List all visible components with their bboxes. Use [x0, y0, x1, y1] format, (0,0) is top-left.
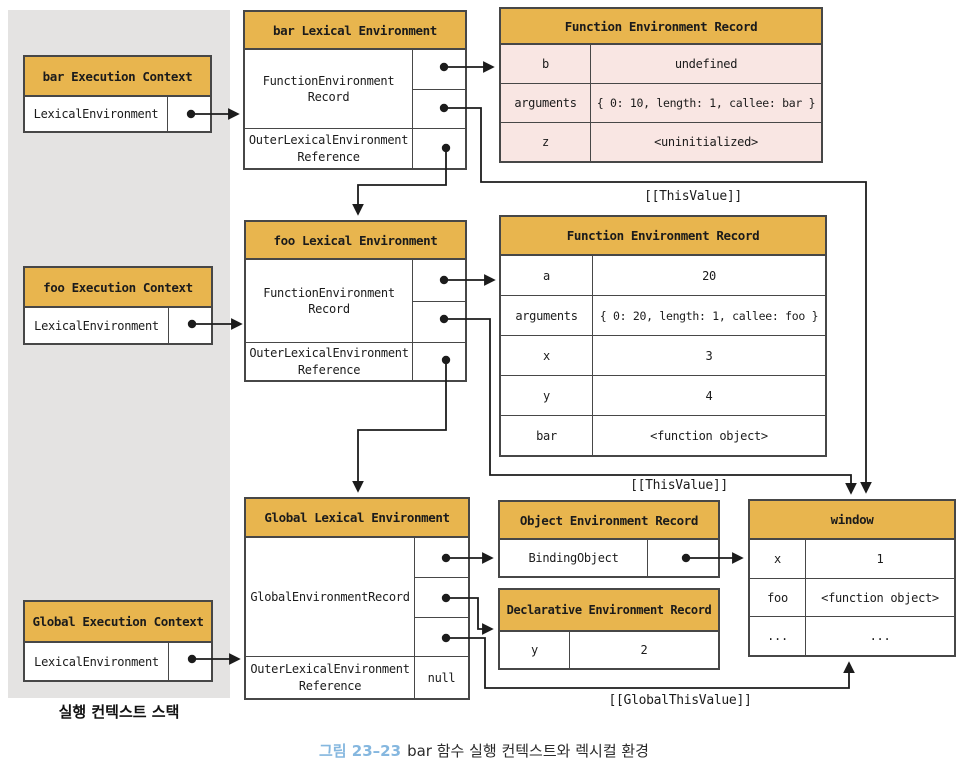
- window-title: window: [750, 501, 954, 540]
- figure-caption-text: bar 함수 실행 컨텍스트와 렉시컬 환경: [407, 742, 649, 760]
- global-lexical-environment-box: Global Lexical Environment GlobalEnviron…: [244, 497, 470, 700]
- record-value: 20: [592, 256, 825, 295]
- record-value: 2: [569, 632, 718, 668]
- bar-function-environment-record-table: Function Environment Record b undefined …: [499, 7, 823, 163]
- pointer-cell: [168, 97, 210, 131]
- outer-lexical-environment-reference-label: OuterLexicalEnvironment Reference: [248, 133, 409, 164]
- pointer-cell: [413, 129, 465, 168]
- record-key: y: [543, 388, 550, 403]
- record-key: x: [774, 551, 781, 566]
- pointer-cell: [413, 301, 465, 342]
- pointer-cell: [169, 308, 211, 343]
- pointer-cell: [413, 89, 465, 128]
- pointer-cell: [415, 538, 468, 577]
- outer-reference-null-value: null: [414, 657, 468, 698]
- record-title: Object Environment Record: [500, 502, 718, 540]
- record-key: a: [543, 268, 550, 283]
- foo-function-environment-record-table: Function Environment Record a 20 argumen…: [499, 215, 827, 457]
- record-key: bar: [536, 428, 557, 443]
- global-this-value-label: [[GlobalThisValue]]: [608, 693, 752, 708]
- record-key: z: [501, 123, 590, 161]
- global-lexical-environment-title: Global Lexical Environment: [246, 499, 468, 538]
- global-environment-record-label: GlobalEnvironmentRecord: [250, 590, 410, 604]
- bar-lexical-environment-title: bar Lexical Environment: [245, 12, 465, 50]
- foo-lexical-environment-slot: LexicalEnvironment: [34, 318, 159, 333]
- record-key: ...: [767, 629, 788, 644]
- foo-execution-context-title: foo Execution Context: [25, 268, 211, 308]
- function-environment-record-label: FunctionEnvironment Record: [262, 73, 395, 104]
- record-title: Function Environment Record: [501, 9, 821, 45]
- declarative-environment-record-box: Declarative Environment Record y 2: [498, 588, 720, 670]
- foo-lexical-environment-title: foo Lexical Environment: [246, 222, 465, 260]
- record-value: { 0: 10, length: 1, callee: bar }: [590, 84, 821, 122]
- pointer-cell: [413, 343, 465, 380]
- bar-execution-context-title: bar Execution Context: [25, 57, 210, 97]
- record-value: ...: [805, 617, 954, 656]
- pointer-cell: [415, 577, 468, 617]
- record-title: Declarative Environment Record: [500, 590, 718, 632]
- record-value: 3: [592, 336, 825, 375]
- window-object-table: window x 1 foo <function object> ... ...: [748, 499, 956, 657]
- record-value: { 0: 20, length: 1, callee: foo }: [592, 296, 825, 335]
- pointer-cell: [169, 643, 211, 680]
- pointer-cell: [415, 617, 468, 656]
- record-key: arguments: [501, 84, 590, 122]
- record-value: <function object>: [592, 416, 825, 455]
- global-execution-context-title: Global Execution Context: [25, 602, 211, 643]
- pointer-cell: [413, 260, 465, 301]
- record-value: undefined: [590, 45, 821, 83]
- record-value: <uninitialized>: [590, 123, 821, 161]
- record-key: y: [531, 643, 538, 657]
- bar-execution-context-box: bar Execution Context LexicalEnvironment: [23, 55, 212, 133]
- record-value: 4: [592, 376, 825, 415]
- this-value-label-bar: [[ThisValue]]: [644, 189, 742, 204]
- pointer-cell: [413, 50, 465, 89]
- outer-lexical-environment-reference-label: OuterLexicalEnvironment Reference: [249, 346, 409, 377]
- binding-object-label: BindingObject: [528, 551, 619, 565]
- record-key: b: [501, 45, 590, 83]
- figure-caption: 그림 23–23 bar 함수 실행 컨텍스트와 렉시컬 환경: [0, 740, 968, 761]
- bar-lexical-environment-slot: LexicalEnvironment: [33, 107, 159, 121]
- function-environment-record-label: FunctionEnvironment Record: [263, 285, 395, 316]
- record-value: 1: [805, 540, 954, 578]
- record-key: x: [543, 348, 550, 363]
- this-value-label-foo: [[ThisValue]]: [630, 478, 728, 493]
- record-key: foo: [767, 590, 788, 605]
- figure-number: 그림 23–23: [318, 742, 402, 760]
- stack-label: 실행 컨텍스트 스택: [58, 703, 180, 721]
- foo-lexical-environment-box: foo Lexical Environment FunctionEnvironm…: [244, 220, 467, 382]
- bar-lexical-environment-box: bar Lexical Environment FunctionEnvironm…: [243, 10, 467, 170]
- object-environment-record-box: Object Environment Record BindingObject: [498, 500, 720, 578]
- global-execution-context-box: Global Execution Context LexicalEnvironm…: [23, 600, 213, 682]
- record-title: Function Environment Record: [501, 217, 825, 256]
- record-key: arguments: [515, 308, 578, 323]
- global-lexical-environment-slot: LexicalEnvironment: [34, 654, 159, 669]
- outer-lexical-environment-reference-label: OuterLexicalEnvironment Reference: [250, 662, 410, 693]
- record-value: <function object>: [805, 578, 954, 617]
- pointer-cell: [648, 540, 718, 576]
- foo-execution-context-box: foo Execution Context LexicalEnvironment: [23, 266, 213, 345]
